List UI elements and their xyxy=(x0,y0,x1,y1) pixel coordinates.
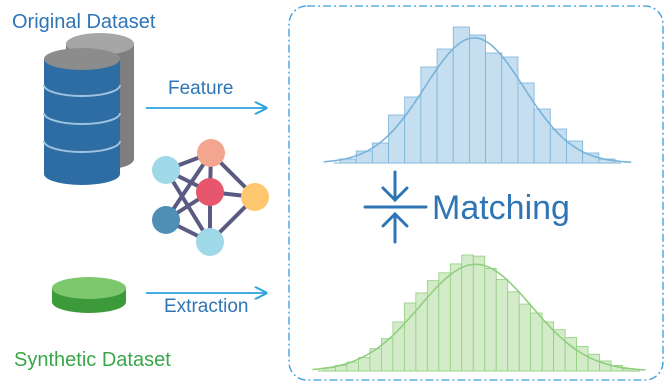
histogram-bar xyxy=(587,353,600,372)
matching-arrows-icon xyxy=(363,170,428,244)
histogram-bar xyxy=(566,140,584,164)
histogram-bar xyxy=(576,346,589,372)
histogram-bar xyxy=(518,303,532,372)
normal-curve xyxy=(312,263,646,371)
nn-node-center xyxy=(196,178,224,206)
nn-node-left-top xyxy=(152,156,180,184)
histogram-bar xyxy=(449,263,463,372)
nn-node-left-bottom xyxy=(152,206,180,234)
neural-network-nodes xyxy=(152,139,269,256)
histogram-bar xyxy=(358,357,371,372)
matching-panel xyxy=(288,5,664,381)
histogram-bar xyxy=(501,56,519,164)
histogram-bar xyxy=(507,291,520,372)
feature-label: Feature xyxy=(168,78,234,99)
nn-node-bottom xyxy=(196,228,224,256)
histogram-bar xyxy=(461,254,474,372)
histogram-bar xyxy=(472,255,486,372)
histogram-bar xyxy=(438,272,451,372)
histogram-bar xyxy=(485,52,503,164)
histogram-bar xyxy=(517,82,535,164)
normal-curve xyxy=(323,37,632,163)
synthetic-histogram xyxy=(312,254,646,372)
synthetic-dataset-label: Synthetic Dataset xyxy=(14,349,171,371)
database-icon xyxy=(43,33,134,185)
histogram-bar xyxy=(404,96,422,164)
nn-node-top xyxy=(197,139,225,167)
matching-label: Matching xyxy=(432,189,570,227)
histogram-bar xyxy=(484,267,497,372)
histogram-bar xyxy=(530,312,543,372)
synthetic-disk-icon xyxy=(52,277,126,313)
histogram-bar xyxy=(533,108,551,164)
histogram-bar xyxy=(426,280,440,372)
histogram-bar xyxy=(469,34,486,164)
histogram-bar xyxy=(388,114,406,164)
original-histogram xyxy=(323,26,632,164)
nn-node-right xyxy=(241,183,269,211)
extraction-label: Extraction xyxy=(164,296,249,317)
original-dataset-label: Original Dataset xyxy=(12,11,156,33)
histogram-bar xyxy=(495,279,509,372)
